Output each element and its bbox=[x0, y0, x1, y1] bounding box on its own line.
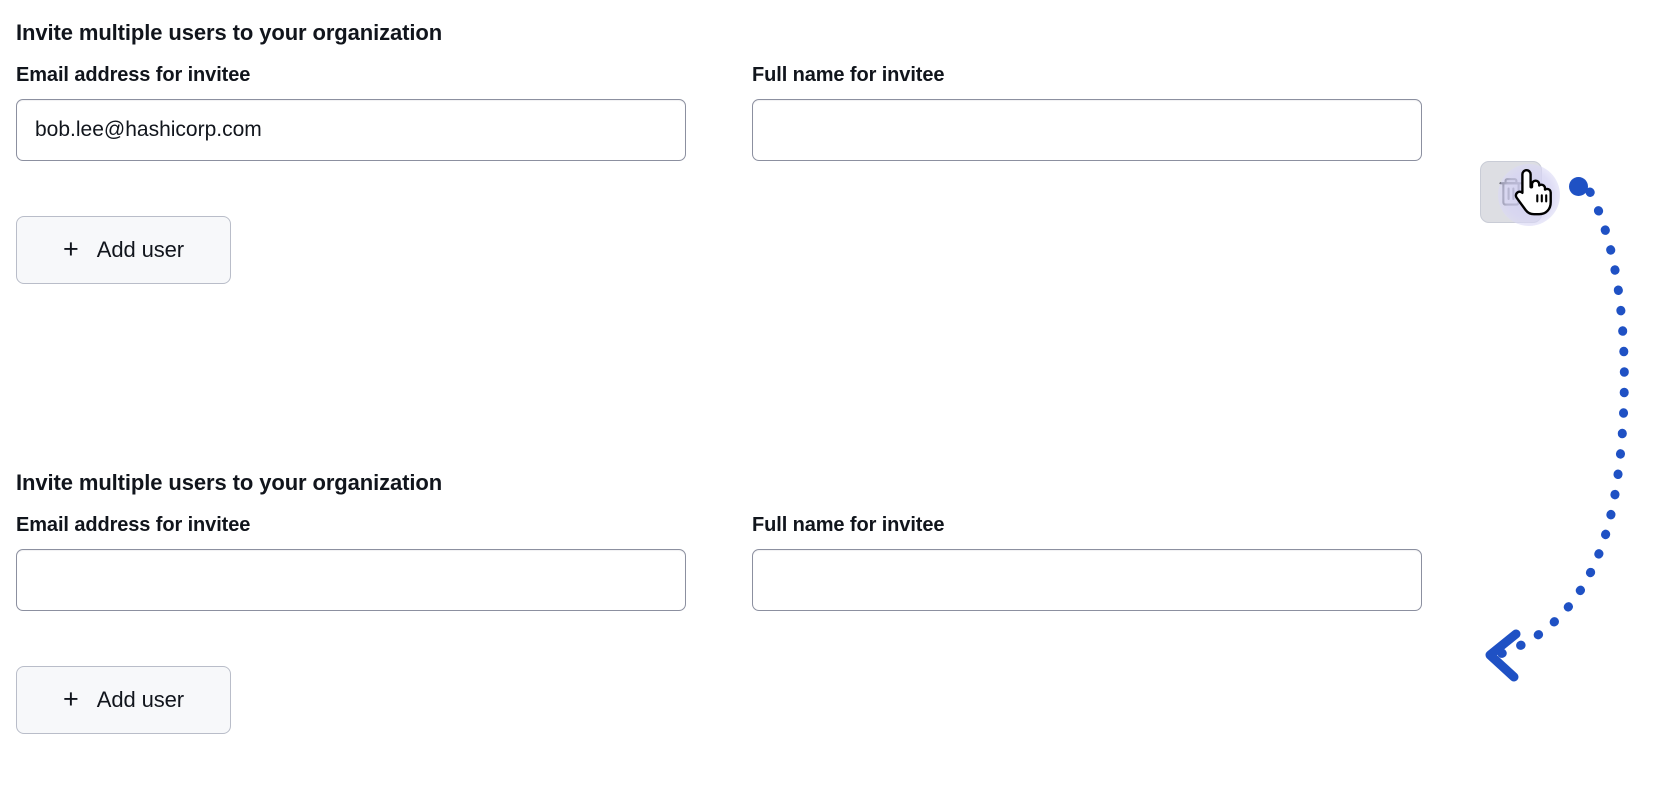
trash-icon bbox=[1498, 177, 1524, 207]
email-field-group: Email address for invitee bbox=[16, 62, 686, 161]
add-user-button-2[interactable]: + Add user bbox=[16, 666, 231, 734]
delete-invitee-button[interactable] bbox=[1480, 161, 1542, 223]
fullname-input-2[interactable] bbox=[752, 549, 1422, 611]
plus-icon: + bbox=[62, 233, 79, 264]
fullname-field-group-2: Full name for invitee bbox=[752, 512, 1422, 611]
click-marker-dot bbox=[1569, 177, 1588, 196]
add-user-button-label: Add user bbox=[96, 237, 185, 262]
email-input[interactable] bbox=[16, 99, 686, 161]
fullname-input[interactable] bbox=[752, 99, 1422, 161]
email-field-label-2: Email address for invitee bbox=[16, 514, 251, 536]
invitee-fields-row-1: Email address for invitee Full name for … bbox=[0, 62, 1672, 223]
add-user-button-label-2: Add user bbox=[96, 687, 185, 712]
plus-icon-2: + bbox=[62, 683, 79, 714]
page-title-2: Invite multiple users to your organizati… bbox=[16, 470, 443, 495]
email-field-group-2: Email address for invitee bbox=[16, 512, 686, 611]
add-user-button[interactable]: + Add user bbox=[16, 216, 231, 284]
invitee-fields-row-2: Email address for invitee Full name for … bbox=[0, 512, 1672, 622]
email-field-label: Email address for invitee bbox=[16, 64, 251, 86]
fullname-field-label-2: Full name for invitee bbox=[752, 514, 945, 536]
fullname-field-label: Full name for invitee bbox=[752, 64, 945, 86]
email-input-2[interactable] bbox=[16, 549, 686, 611]
fullname-field-group: Full name for invitee bbox=[752, 62, 1422, 161]
page-title: Invite multiple users to your organizati… bbox=[16, 20, 443, 45]
